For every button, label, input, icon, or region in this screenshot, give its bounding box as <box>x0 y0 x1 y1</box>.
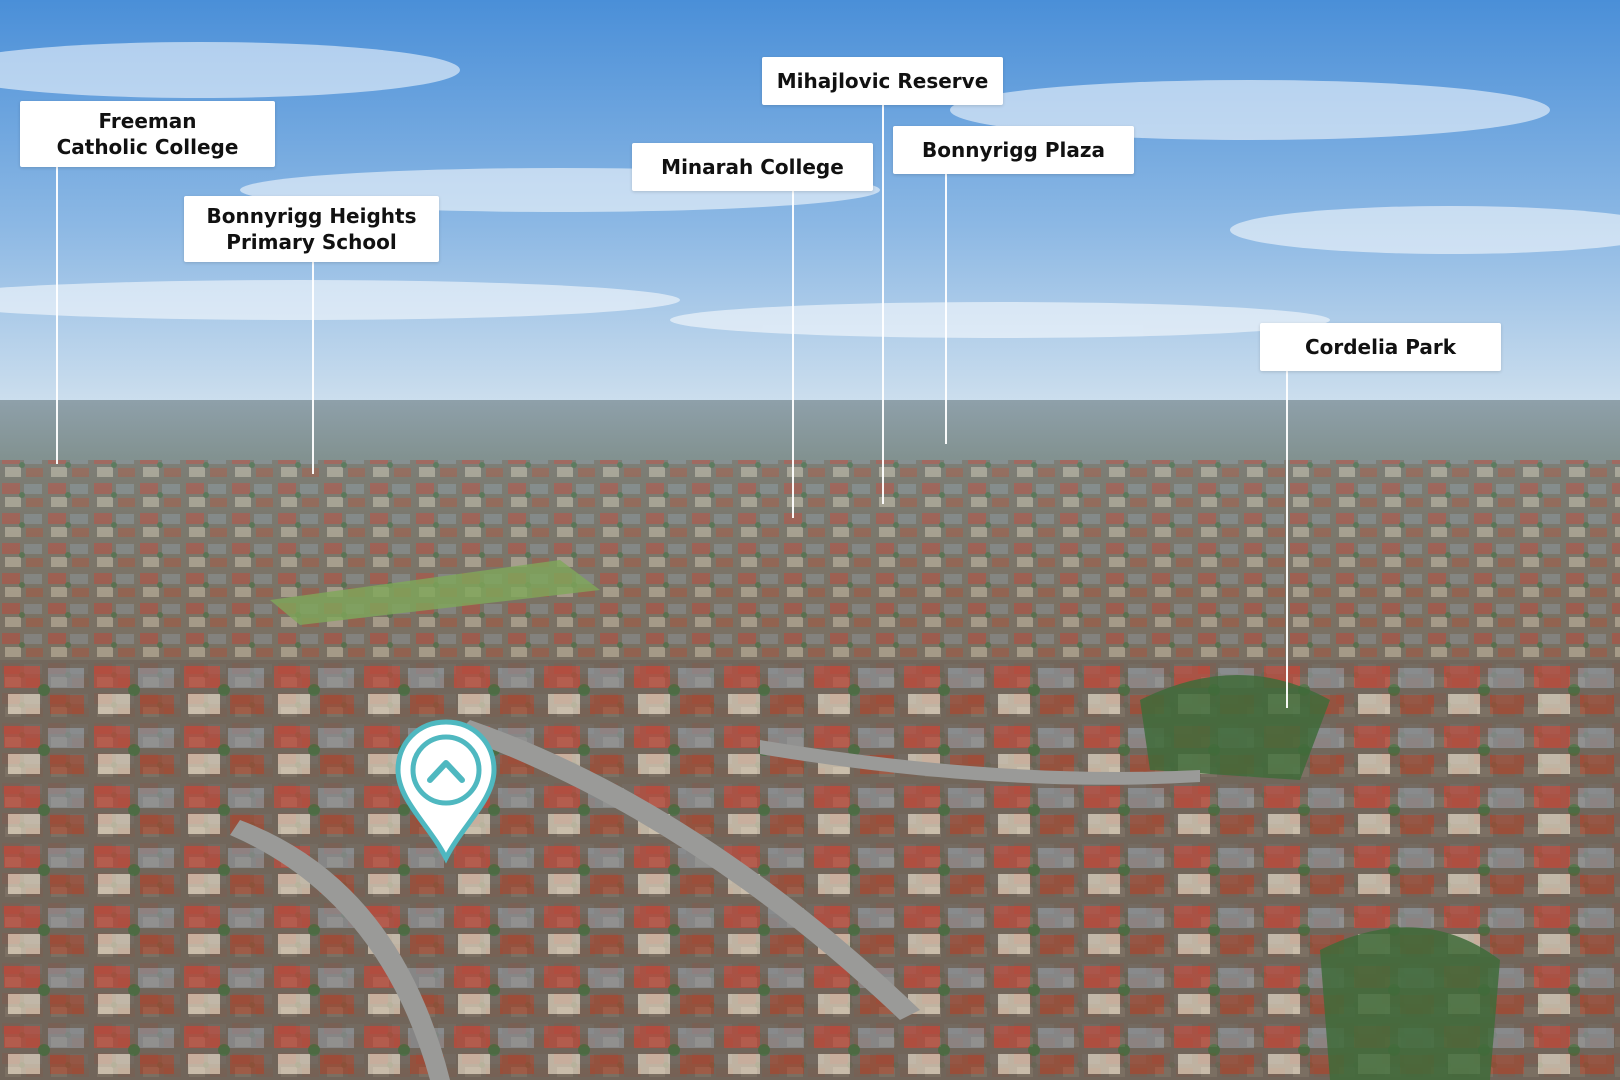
callout-line: Catholic College <box>56 135 239 159</box>
leader-line-bonnyrigg-heights <box>312 262 314 474</box>
leader-line-freeman <box>56 166 58 464</box>
callout-cordelia-park: Cordelia Park <box>1260 323 1501 371</box>
leader-line-minarah <box>792 190 794 518</box>
callout-bonnyrigg-heights-primary-school: Bonnyrigg Heights Primary School <box>184 196 439 262</box>
callout-line: Minarah College <box>661 155 844 179</box>
callout-line: Mihajlovic Reserve <box>776 69 989 93</box>
leader-line-cordelia <box>1286 370 1288 708</box>
callout-line: Freeman <box>98 109 197 133</box>
callout-minarah-college: Minarah College <box>632 143 873 191</box>
callout-freeman-catholic-college: Freeman Catholic College <box>20 101 275 167</box>
callout-mihajlovic-reserve: Mihajlovic Reserve <box>762 57 1003 105</box>
callout-line: Bonnyrigg Plaza <box>922 138 1105 162</box>
leader-line-bonnyrigg-plaza <box>945 174 947 444</box>
callout-line: Cordelia Park <box>1304 335 1457 359</box>
callout-line: Primary School <box>226 230 397 254</box>
house-roof-chevron-icon <box>395 719 497 864</box>
callout-line: Bonnyrigg Heights <box>206 204 417 228</box>
callout-bonnyrigg-plaza: Bonnyrigg Plaza <box>893 126 1134 174</box>
leader-line-mihajlovic <box>882 104 884 504</box>
